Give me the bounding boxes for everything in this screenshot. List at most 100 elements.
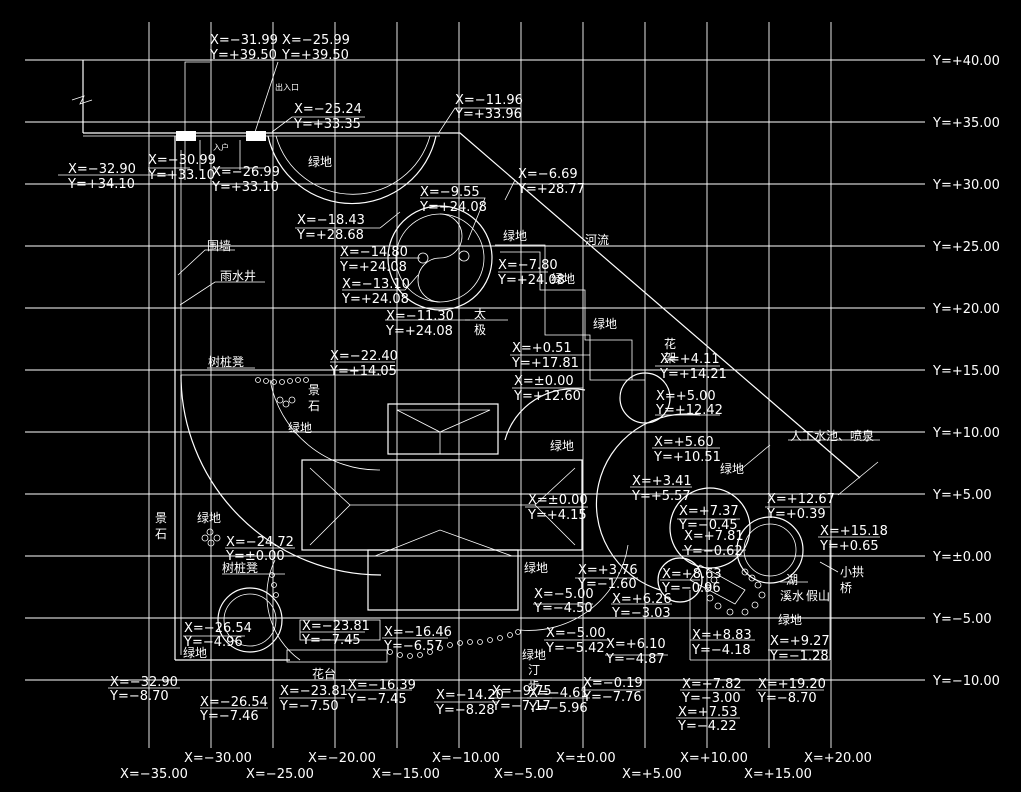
coord-label: Y=−1.60 (577, 577, 637, 592)
taiji-s (417, 213, 463, 303)
y-label: Y=+15.00 (932, 364, 1000, 379)
roof-hip (309, 467, 351, 546)
coord-label: Y=−4.22 (677, 719, 737, 734)
y-label: Y=−10.00 (932, 674, 1000, 689)
coord-label: Y=−5.96 (528, 701, 588, 716)
coord-label: Y=−8.28 (435, 703, 495, 718)
x-label: X=−35.00 (120, 767, 188, 782)
x-axis-labels: X=−30.00 X=−20.00 X=−10.00 X=±0.00 X=+10… (120, 751, 872, 782)
coord-label: Y=+28.77 (517, 182, 585, 197)
coord-label: Y=+33.10 (147, 168, 215, 183)
coord-label: X=+6.26 (612, 592, 672, 607)
y-label: Y=+5.00 (932, 488, 992, 503)
greenland-label: 绿地 (308, 154, 332, 169)
pavilion-label: 步 (528, 679, 540, 693)
coord-label: X=+8.63 (662, 567, 722, 582)
coord-label: X=+7.37 (679, 504, 739, 519)
coord-label: X=+0.51 (512, 341, 572, 356)
coord-label: Y=−8.70 (757, 691, 817, 706)
coord-label: Y=+14.05 (329, 364, 397, 379)
flower-stand-label: 架 (664, 351, 676, 365)
coord-label: X=−7.80 (498, 258, 558, 273)
y-label: Y=+10.00 (932, 426, 1000, 441)
x-label: X=−20.00 (308, 751, 376, 766)
diagonal-end (837, 461, 879, 496)
coord-label: Y=+33.10 (211, 180, 279, 195)
break-mark (71, 95, 93, 105)
x-label: X=+20.00 (804, 751, 872, 766)
flower-bed-upper (299, 619, 381, 641)
coord-label: X=+7.82 (682, 677, 742, 692)
coord-label: Y=+0.39 (766, 507, 826, 522)
y-label: Y=±0.00 (932, 550, 992, 565)
flower-bed-label: 花台 (312, 666, 336, 681)
coord-label: Y=−4.87 (605, 652, 665, 667)
step-line-inner (500, 251, 633, 380)
coord-label: Y=+24.08 (385, 324, 453, 339)
coord-label: X=+9.27 (770, 634, 830, 649)
x-label: X=−15.00 (372, 767, 440, 782)
scenic-stone-label: 石 (155, 527, 167, 541)
coord-label: X=±0.00 (528, 493, 588, 508)
greenland-label: 绿地 (778, 612, 802, 627)
coord-label: X=−31.99 (210, 33, 278, 48)
flower-stand-label: 花 (664, 336, 676, 351)
coord-label: X=−26.54 (184, 621, 252, 636)
coord-label: X=−23.81 (302, 619, 370, 634)
greenland-label: 绿地 (551, 271, 575, 286)
coord-label: X=−13.10 (342, 277, 410, 292)
coord-label: Y=+24.08 (497, 273, 565, 288)
coord-label: X=+3.41 (632, 474, 692, 489)
coord-label: X=−9.55 (420, 185, 480, 200)
greenland-label: 绿地 (288, 420, 312, 435)
y-label: Y=+40.00 (932, 54, 1000, 69)
coord-label: X=−26.54 (200, 695, 268, 710)
coord-label: X=−24.72 (226, 535, 294, 550)
lower-arc (266, 559, 301, 661)
coord-label: X=−14.20 (436, 688, 504, 703)
greenland-label: 绿地 (522, 647, 546, 662)
greenland-label: 绿地 (183, 645, 207, 660)
stump-seat-label: 树桩凳 (222, 560, 258, 575)
greenland-label: 绿地 (503, 228, 527, 243)
lake-label: 湖 (786, 572, 798, 587)
y-label: Y=+25.00 (932, 240, 1000, 255)
coord-label: X=−14.80 (340, 245, 408, 260)
scenic-stone-label: 景 (308, 383, 320, 397)
water-label: 溪水 (780, 589, 804, 603)
mid-arc (269, 379, 381, 471)
coord-label: Y=+34.10 (67, 177, 135, 192)
coord-label: X=−23.81 (280, 684, 348, 699)
coord-label: X=+3.76 (578, 563, 638, 578)
top-arc-inner (275, 135, 431, 195)
coord-label: X=−18.43 (297, 213, 365, 228)
stump-seat-label: 树桩凳 (208, 354, 244, 369)
coord-label: X=+15.18 (820, 524, 888, 539)
taiji-label: 太 (474, 306, 486, 321)
greenland-label: 绿地 (524, 560, 548, 575)
coord-label: Y=−4.96 (183, 635, 243, 650)
small-circle (657, 557, 703, 603)
coord-label: Y=−7.50 (279, 699, 339, 714)
coord-label: Y=−7.46 (199, 709, 259, 724)
coord-label: Y=+12.60 (513, 389, 581, 404)
coord-label: X=+7.81 (684, 529, 744, 544)
rockery-cluster (201, 396, 766, 616)
bridge-label: 桥 (840, 581, 852, 595)
top-arc (267, 135, 437, 205)
wall-label: 围墙 (207, 239, 231, 253)
coord-label: Y=+24.08 (341, 292, 409, 307)
greenland-label: 绿地 (593, 316, 617, 331)
bottom-left-inner (223, 593, 277, 647)
bridge-label: 小拱 (840, 565, 864, 579)
coord-label: X=−6.69 (518, 167, 578, 182)
coord-label: X=−22.40 (330, 349, 398, 364)
coord-label: X=−11.30 (386, 309, 454, 324)
coord-label: X=−16.39 (348, 678, 416, 693)
coord-label: X=+7.53 (678, 705, 738, 720)
gate-post-left (176, 131, 196, 141)
stepping-stones (255, 377, 521, 659)
y-axis-labels: Y=+40.00 Y=+35.00 Y=+30.00 Y=+25.00 Y=+2… (932, 54, 1000, 689)
coord-label: Y=−7.17 (491, 699, 551, 714)
pool-inner (743, 523, 797, 577)
